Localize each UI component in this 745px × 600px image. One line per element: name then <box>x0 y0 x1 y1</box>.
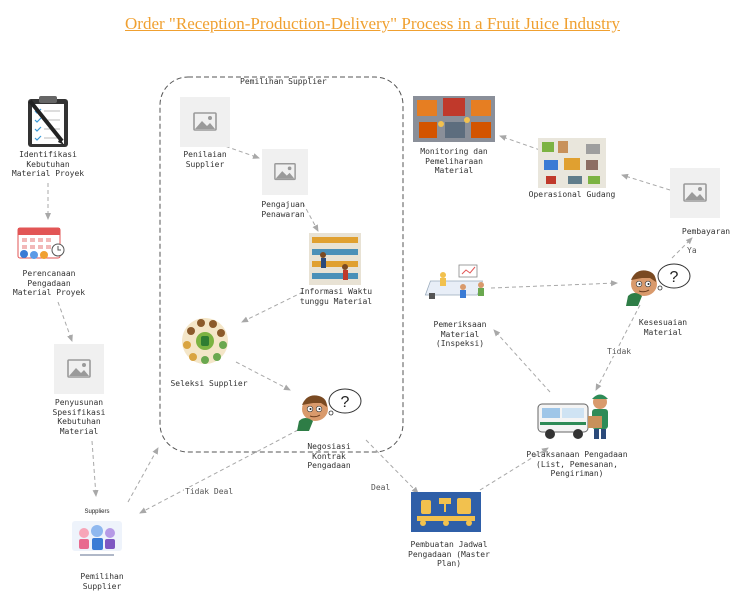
node-pengajuan-label: Pengajuan Penawaran <box>261 200 305 219</box>
supplier-selection-group <box>159 76 404 453</box>
node-monitoring-label: Monitoring dan Pemeliharaan Material <box>420 147 488 175</box>
node-informasi-label: Informasi Waktu tunggu Material <box>299 287 373 306</box>
diagram-title: Order "Reception-Production-Delivery" Pr… <box>125 14 620 33</box>
node-pembuatan-label: Pembuatan Jadwal Pengadaan (Master Plan) <box>408 540 490 568</box>
node-seleksi-label: Seleksi Supplier <box>170 379 248 388</box>
node-penyusunan-label: Penyusunan Spesifikasi Kebutuhan Materia… <box>52 398 106 436</box>
node-pemilihan-supplier-label: Pemilihan Supplier <box>80 572 124 591</box>
penilaian-image-placeholder-icon <box>179 96 231 148</box>
edge-perencanaan-penyusunan <box>57 301 73 342</box>
delivery-van-icon <box>537 394 608 439</box>
node-pemeriksaan-label: Pemeriksaan Material (Inspeksi) <box>433 320 487 348</box>
kesesuaian-thinking-man-icon <box>625 263 691 307</box>
calendar-planning-icon <box>17 227 65 259</box>
edge-label-deal: Deal <box>370 483 392 492</box>
edge-label-tidak-deal: Tidak Deal <box>184 487 235 496</box>
edge-negosiasi-pembuatan <box>365 439 419 494</box>
node-operasional-label: Operasional Gudang <box>528 190 616 199</box>
edge-pemeriksaan-kesesuaian <box>490 280 618 289</box>
suppliers-illustration-icon: Suppliers <box>62 503 132 561</box>
edge-kesesuaian-pelaksanaan <box>595 304 641 391</box>
warehouse-workers-icon <box>309 233 361 285</box>
factory-workers-icon <box>413 96 495 142</box>
edge-kesesuaian-pembayaran <box>671 237 693 259</box>
clipboard-checklist-icon <box>28 96 68 147</box>
edge-label-ya: Ya <box>686 246 698 255</box>
node-negosiasi-label: Negosiasi Kontrak Pengadaan <box>307 442 351 470</box>
node-pembayaran-label: Pembayaran <box>681 227 731 236</box>
penyusunan-image-placeholder-icon <box>53 343 105 395</box>
node-identifikasi-label: Identifikasi Kebutuhan Material Proyek <box>11 150 85 178</box>
food-circle-icon <box>182 318 228 364</box>
production-line-icon <box>411 492 481 532</box>
pengajuan-image-placeholder-icon <box>261 148 309 196</box>
edge-pelaksanaan-pemeriksaan <box>493 329 551 393</box>
edge-operasional-monitoring <box>499 135 541 151</box>
edge-seleksi-negosiasi <box>235 361 291 391</box>
edge-informasi-seleksi <box>241 291 304 323</box>
suppliers-image-text: Suppliers <box>84 509 109 515</box>
edge-pembayaran-operasional <box>621 173 671 191</box>
edge-label-tidak: Tidak <box>606 347 633 356</box>
edge-penyusunan-pemilihan <box>91 440 99 497</box>
group-label: Pemilihan Supplier <box>240 77 327 86</box>
pembayaran-image-placeholder-icon <box>669 167 721 219</box>
edge-negosiasi-pemilihan <box>139 429 299 514</box>
warehouse-operations-icon <box>538 138 606 188</box>
node-pelaksanaan-label: Pelaksanaan Pengadaan (List, Pemesanan, … <box>526 450 628 478</box>
negosiasi-thinking-man-icon <box>296 388 362 432</box>
node-perencanaan-label: Perencanaan Pengadaan Material Proyek <box>12 269 86 297</box>
edge-pembuatan-pelaksanaan <box>479 447 549 491</box>
edge-pengajuan-informasi <box>302 202 319 232</box>
node-kesesuaian-label: Kesesuaian Material <box>638 318 688 337</box>
inspection-meeting-icon <box>424 264 484 299</box>
edge-pemilihan-penilaian <box>127 447 159 503</box>
node-penilaian-label: Penilaian Supplier <box>183 150 227 169</box>
